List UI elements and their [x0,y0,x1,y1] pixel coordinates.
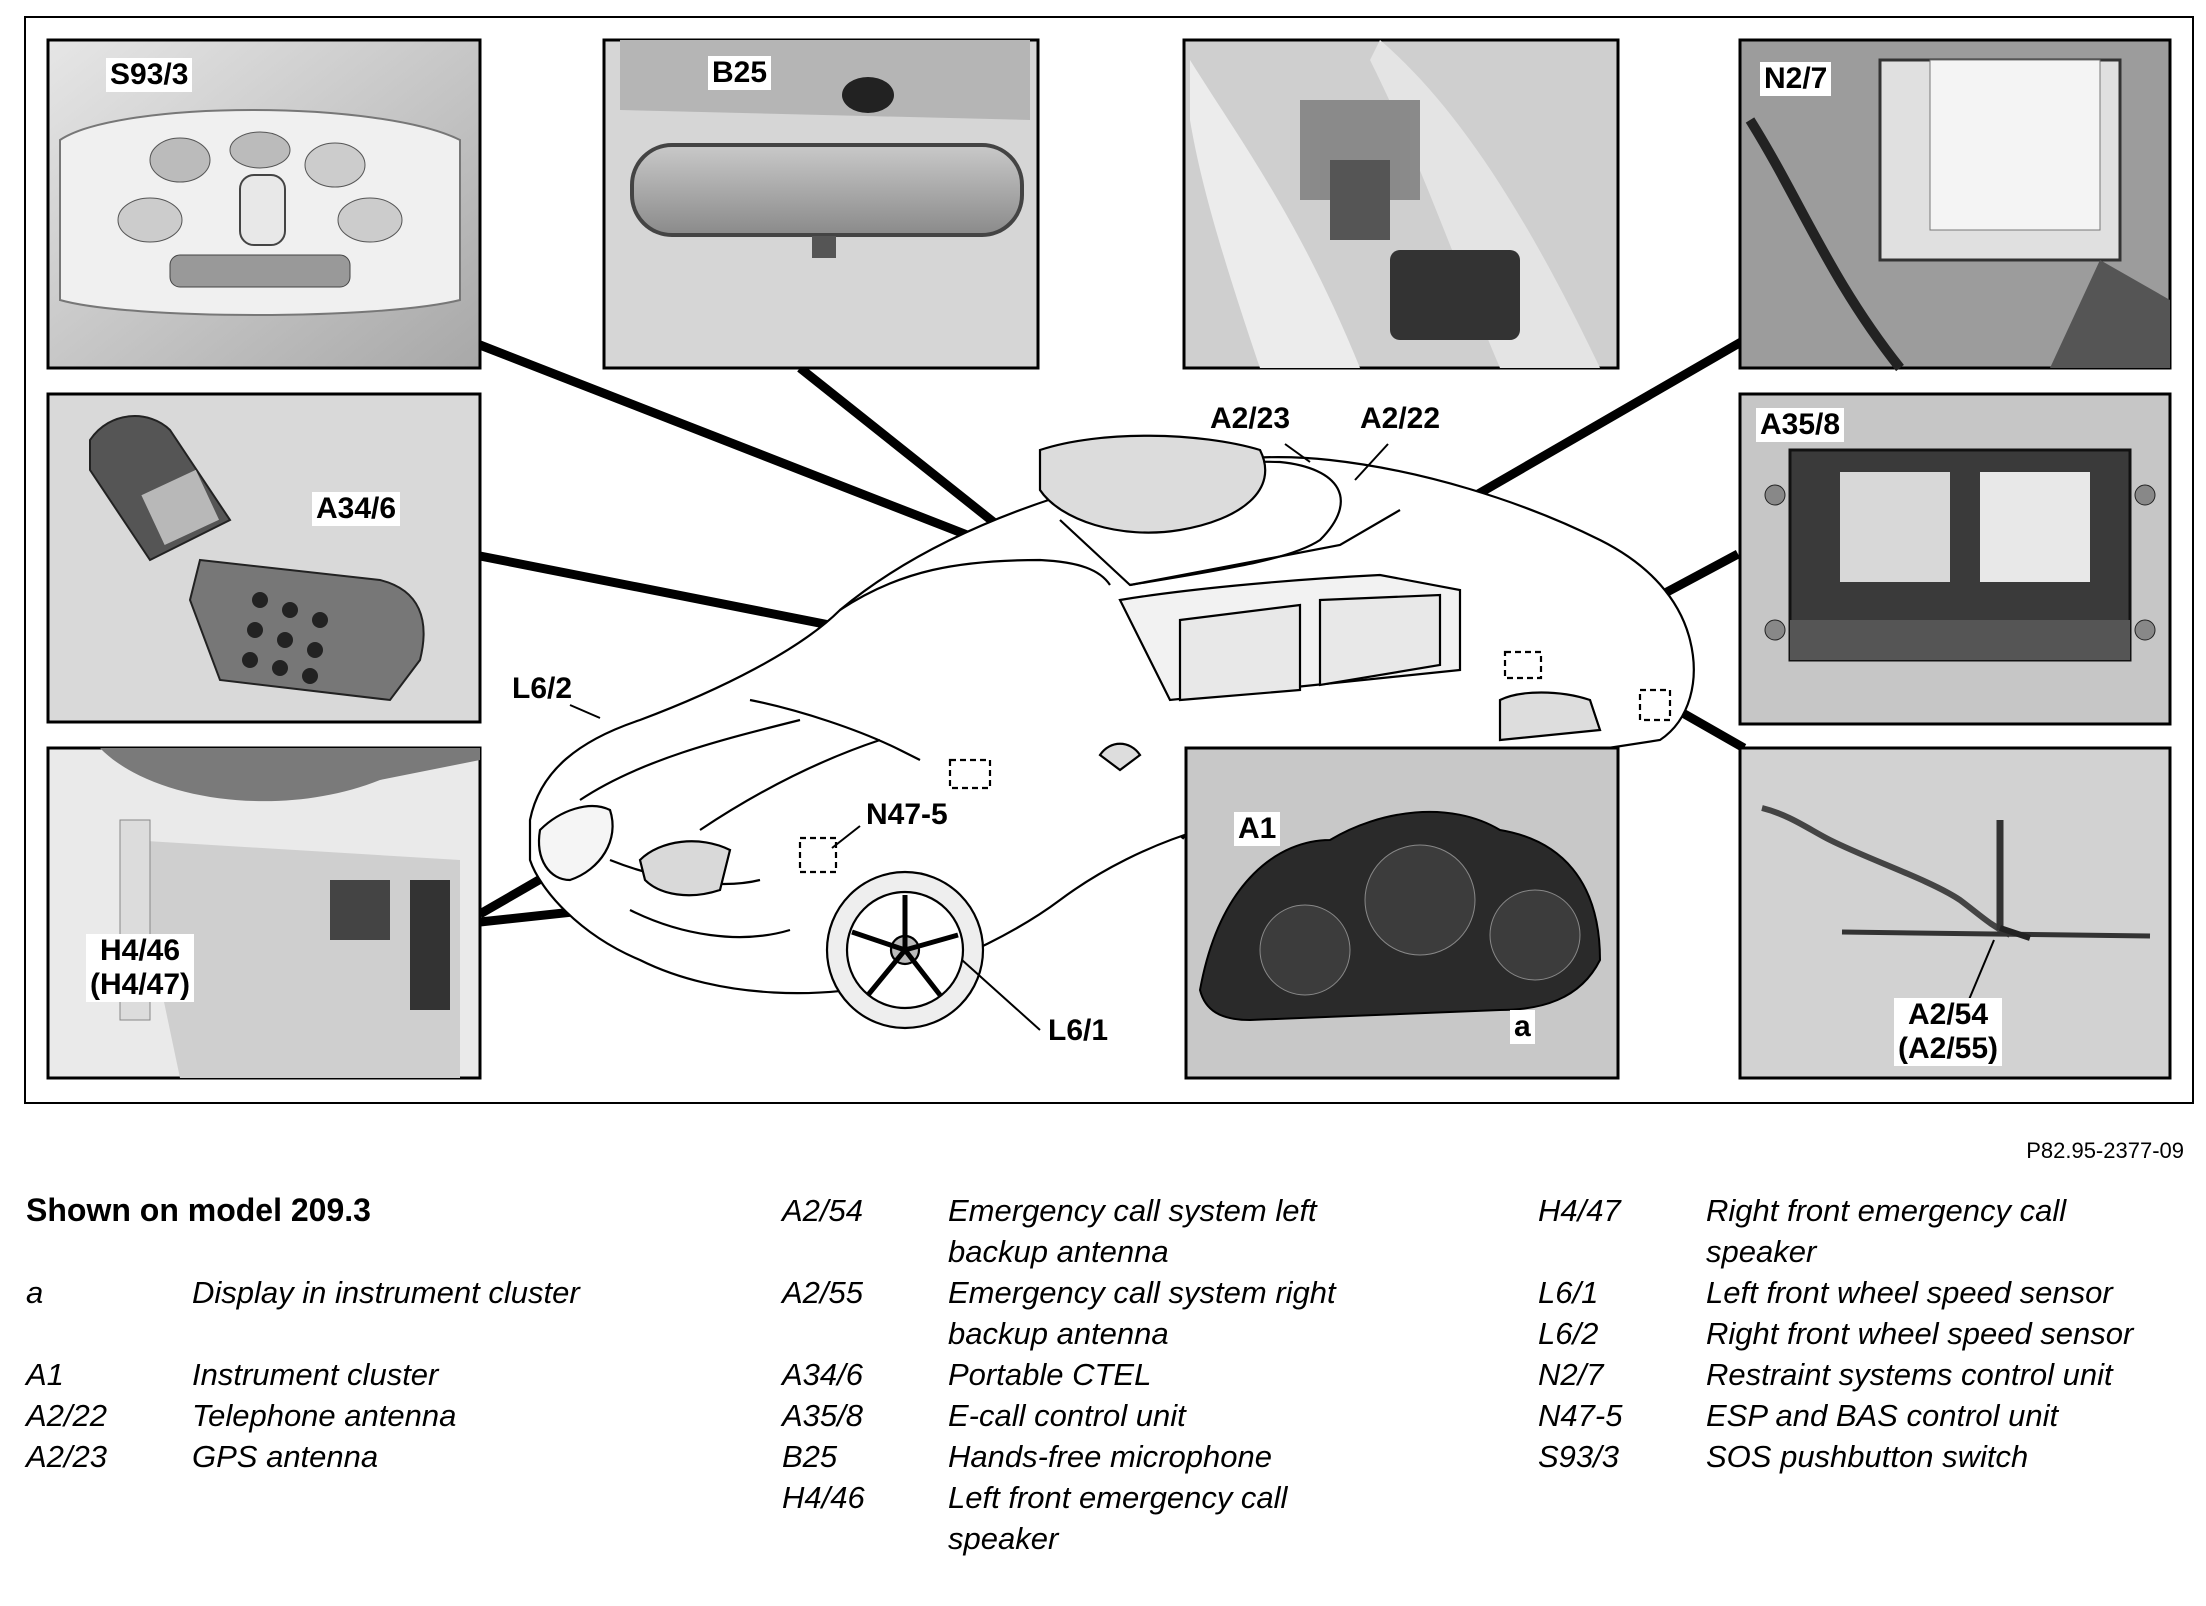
legend-desc: Telephone antenna [192,1398,457,1433]
legend-desc: Left front emergency call speaker [948,1480,1288,1556]
callout-a1: A1 [1234,812,1281,846]
legend-desc: Right front wheel speed sensor [1706,1316,2134,1351]
legend-desc: Portable CTEL [948,1357,1152,1392]
legend-code: a [26,1275,44,1310]
legend-desc: SOS pushbutton switch [1706,1439,2029,1474]
callout-n2-7: N2/7 [1760,62,1832,96]
legend-code: H4/47 [1538,1193,1621,1228]
legend-desc: Emergency call system left backup antenn… [948,1193,1317,1269]
legend-row: N47-5 ESP and BAS control unit [1538,1395,2188,1436]
callout-l6-2: L6/2 [512,672,573,705]
legend-column-3: H4/47 Right front emergency call speaker… [1538,1190,2188,1477]
panel-s93-3 [46,38,482,370]
legend-desc: GPS antenna [192,1439,379,1474]
callout-h4-46: H4/46 (H4/47) [86,934,195,1002]
leader-a2-22 [1354,443,1389,481]
legend-code: S93/3 [1538,1439,1620,1474]
callout-n47-5: N47-5 [866,798,948,831]
panel-a34-6 [46,392,482,724]
car-illustration [528,434,1695,1030]
legend-desc: ESP and BAS control unit [1706,1398,2059,1433]
panel-a35-8 [1738,392,2172,726]
panel-b25 [602,38,1040,370]
callout-a2-54-label: A2/54 [1907,998,1989,1031]
legend-desc: Hands-free microphone [948,1439,1272,1474]
legend-code: B25 [782,1439,838,1474]
legend-desc: Display in instrument cluster [192,1275,580,1310]
legend-row: N2/7 Restraint systems control unit [1538,1354,2188,1395]
legend-row: A2/55 Emergency call system right backup… [782,1272,1402,1354]
legend-row: A2/54 Emergency call system left backup … [782,1190,1402,1272]
legend-row: a Display in instrument cluster [26,1272,726,1313]
legend-row: L6/1 Left front wheel speed sensor [1538,1272,2188,1313]
legend-row: A2/22 Telephone antenna [26,1395,726,1436]
callout-a35-8: A35/8 [1756,408,1845,442]
leader-a2-23 [1284,443,1311,463]
legend-row: A34/6 Portable CTEL [782,1354,1402,1395]
legend-desc: E-call control unit [948,1398,1186,1433]
legend-row: L6/2 Right front wheel speed sensor [1538,1313,2188,1354]
panel-n2-7 [1738,38,2172,372]
legend-code: A34/6 [782,1357,864,1392]
leader-l6-2 [569,704,601,719]
legend-code: H4/46 [782,1480,865,1515]
legend-row: A35/8 E-call control unit [782,1395,1402,1436]
panel-a1 [1184,746,1620,1080]
figure-id: P82.95-2377-09 [2026,1138,2184,1163]
legend-row: A2/23 GPS antenna [26,1436,726,1477]
legend-row: S93/3 SOS pushbutton switch [1538,1436,2188,1477]
legend-heading: Shown on model 209.3 [26,1192,371,1228]
legend-row: B25 Hands-free microphone [782,1436,1402,1477]
callout-h4-47-label: (H4/47) [90,968,191,1001]
callout-a2-22: A2/22 [1360,402,1441,435]
callout-h4-46-label: H4/46 [99,934,181,967]
callout-a2-23: A2/23 [1210,402,1291,435]
legend-code: A2/22 [26,1398,108,1433]
legend-column-2: A2/54 Emergency call system left backup … [782,1190,1402,1559]
legend-column-1: Shown on model 209.3 a Display in instru… [26,1190,726,1477]
legend-code: A2/55 [782,1275,864,1310]
legend-row: H4/47 Right front emergency call speaker [1538,1190,2188,1272]
callout-a2-54: A2/54 (A2/55) [1894,998,2003,1066]
legend-code: A1 [26,1357,64,1392]
callout-b25: B25 [708,56,772,90]
legend-code: L6/2 [1538,1316,1599,1351]
legend-desc: Emergency call system right backup anten… [948,1275,1336,1351]
legend-code: A2/54 [782,1193,864,1228]
leader-l6-1 [961,959,1041,1031]
legend-code: A35/8 [782,1398,864,1433]
panel-h4-46 [46,746,482,1080]
callout-a2-55-label: (A2/55) [1898,1032,1999,1065]
legend-desc: Right front emergency call speaker [1706,1193,2067,1269]
panel-center-console [1182,38,1620,370]
legend-desc: Left front wheel speed sensor [1706,1275,2113,1310]
legend-row: A1 Instrument cluster [26,1354,726,1395]
legend-code: A2/23 [26,1439,108,1474]
callout-s93-3: S93/3 [106,58,193,92]
legend-row: H4/46 Left front emergency call speaker [782,1477,1402,1559]
callout-a34-6: A34/6 [312,492,401,526]
legend-desc: Instrument cluster [192,1357,439,1392]
leader-n47-5 [831,825,861,849]
legend-desc: Restraint systems control unit [1706,1357,2113,1392]
callout-l6-1: L6/1 [1048,1014,1109,1047]
legend-code: N47-5 [1538,1398,1623,1433]
legend-code: N2/7 [1538,1357,1604,1392]
legend-code: L6/1 [1538,1275,1599,1310]
callout-a: a [1510,1010,1535,1044]
